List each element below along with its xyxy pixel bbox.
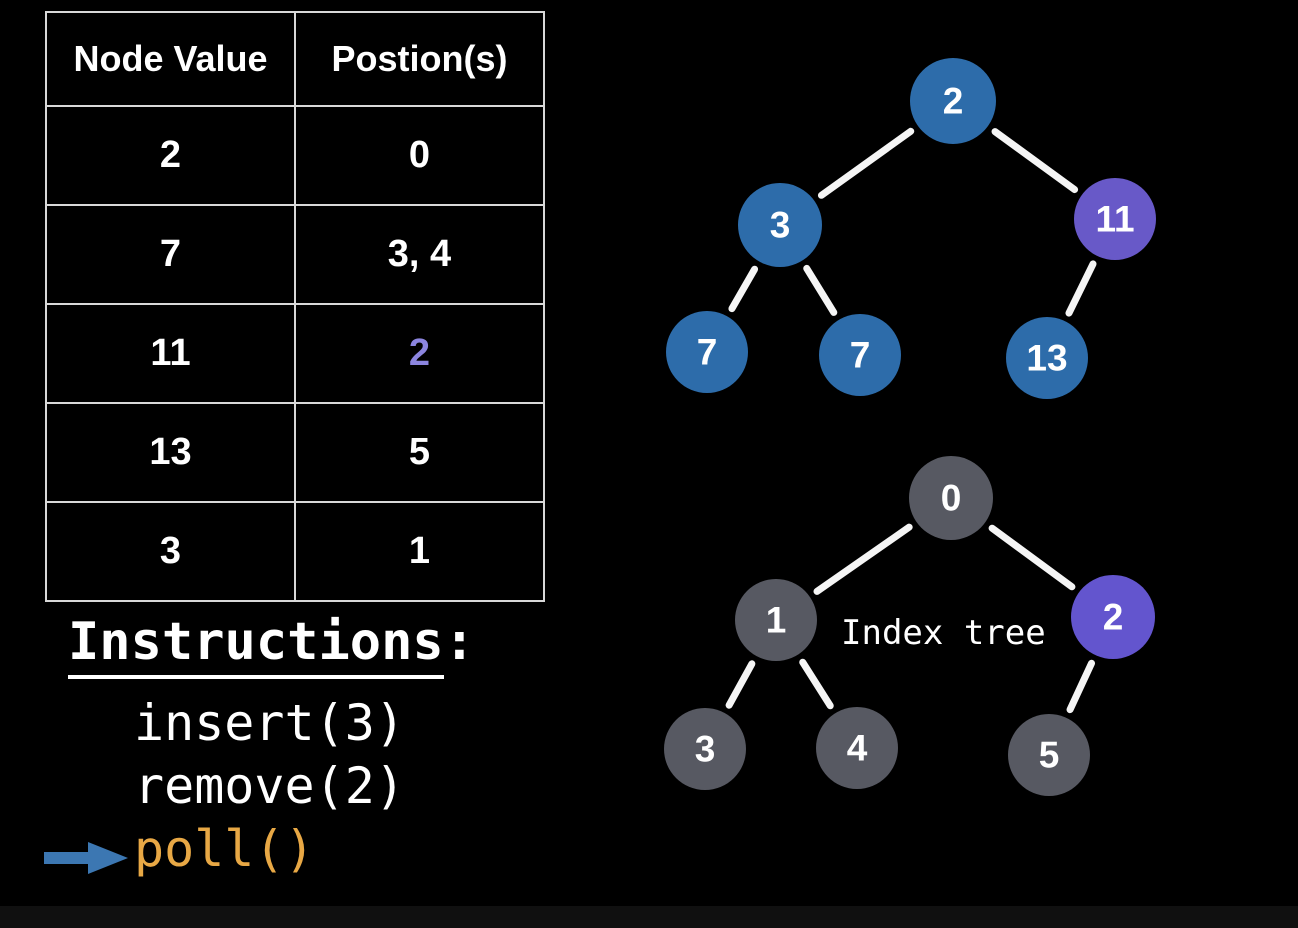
node-value-cell: 3	[45, 501, 296, 602]
current-instruction-arrow-icon	[44, 842, 128, 874]
value-tree-node-v3	[738, 183, 822, 267]
table-header-row: Node Value Postion(s)	[45, 11, 545, 107]
table-row: 13 5	[45, 402, 545, 503]
position-cell: 5	[294, 402, 545, 503]
index-tree-label: Index tree	[841, 613, 1046, 653]
table-row: 3 1	[45, 501, 545, 602]
value-tree-edge	[803, 264, 838, 316]
index-tree-node-label: 2	[1103, 597, 1124, 638]
instructions-heading: Instructions:	[68, 612, 475, 679]
instruction-insert: insert(3)	[134, 694, 405, 752]
instructions-heading-text: Instructions	[68, 612, 444, 679]
index-tree-node-i3	[664, 708, 746, 790]
value-tree-node-v2	[910, 58, 996, 144]
table-row: 2 0	[45, 105, 545, 206]
node-position-table: Node Value Postion(s) 2 0 7 3, 4 11 2 13…	[45, 11, 545, 602]
instructions-heading-colon: :	[443, 612, 475, 672]
column-header-positions: Postion(s)	[294, 11, 545, 107]
value-tree-node-label: 13	[1026, 338, 1067, 379]
value-tree-node-v7a	[666, 311, 748, 393]
bottom-bar	[0, 906, 1298, 928]
value-tree-edge	[991, 128, 1079, 194]
value-tree-node-label: 7	[697, 332, 718, 373]
index-tree-node-label: 1	[766, 600, 787, 641]
instruction-poll: poll()	[134, 820, 315, 878]
index-tree-node-label: 4	[847, 728, 868, 769]
index-tree-node-i5	[1008, 714, 1090, 796]
index-tree: 0 1 2 3 4 5	[664, 456, 1155, 796]
table-row: 11 2	[45, 303, 545, 404]
node-value-cell: 11	[45, 303, 296, 404]
value-tree-edge	[817, 127, 915, 199]
index-tree-node-i2	[1071, 575, 1155, 659]
value-tree-node-v13	[1006, 317, 1088, 399]
index-tree-node-i1	[735, 579, 817, 661]
value-tree-node-label: 7	[850, 335, 871, 376]
table-row: 7 3, 4	[45, 204, 545, 305]
column-header-node-value: Node Value	[45, 11, 296, 107]
index-tree-node-label: 0	[941, 478, 962, 519]
position-cell: 3, 4	[294, 204, 545, 305]
instruction-remove: remove(2)	[134, 757, 405, 815]
position-cell-highlighted: 2	[294, 303, 545, 404]
node-value-cell: 13	[45, 402, 296, 503]
value-tree-node-label: 11	[1095, 199, 1134, 240]
value-tree-node-label: 3	[770, 205, 791, 246]
index-tree-edge	[1066, 659, 1096, 714]
value-tree-node-v7b	[819, 314, 901, 396]
position-cell: 0	[294, 105, 545, 206]
position-cell: 1	[294, 501, 545, 602]
index-tree-edge	[725, 660, 756, 709]
index-tree-edge	[813, 523, 913, 595]
value-tree-node-label: 2	[943, 81, 964, 122]
index-tree-node-i4	[816, 707, 898, 789]
index-tree-edge	[799, 658, 834, 710]
value-tree-edge	[1065, 260, 1097, 317]
index-tree-node-label: 5	[1039, 735, 1060, 776]
value-tree-node-v11	[1074, 178, 1156, 260]
node-value-cell: 2	[45, 105, 296, 206]
index-tree-node-i0	[909, 456, 993, 540]
value-tree: 2 3 11 7 7 13	[666, 58, 1156, 399]
node-value-cell: 7	[45, 204, 296, 305]
value-tree-edge	[728, 265, 759, 313]
index-tree-edge	[988, 524, 1076, 591]
index-tree-node-label: 3	[695, 729, 716, 770]
